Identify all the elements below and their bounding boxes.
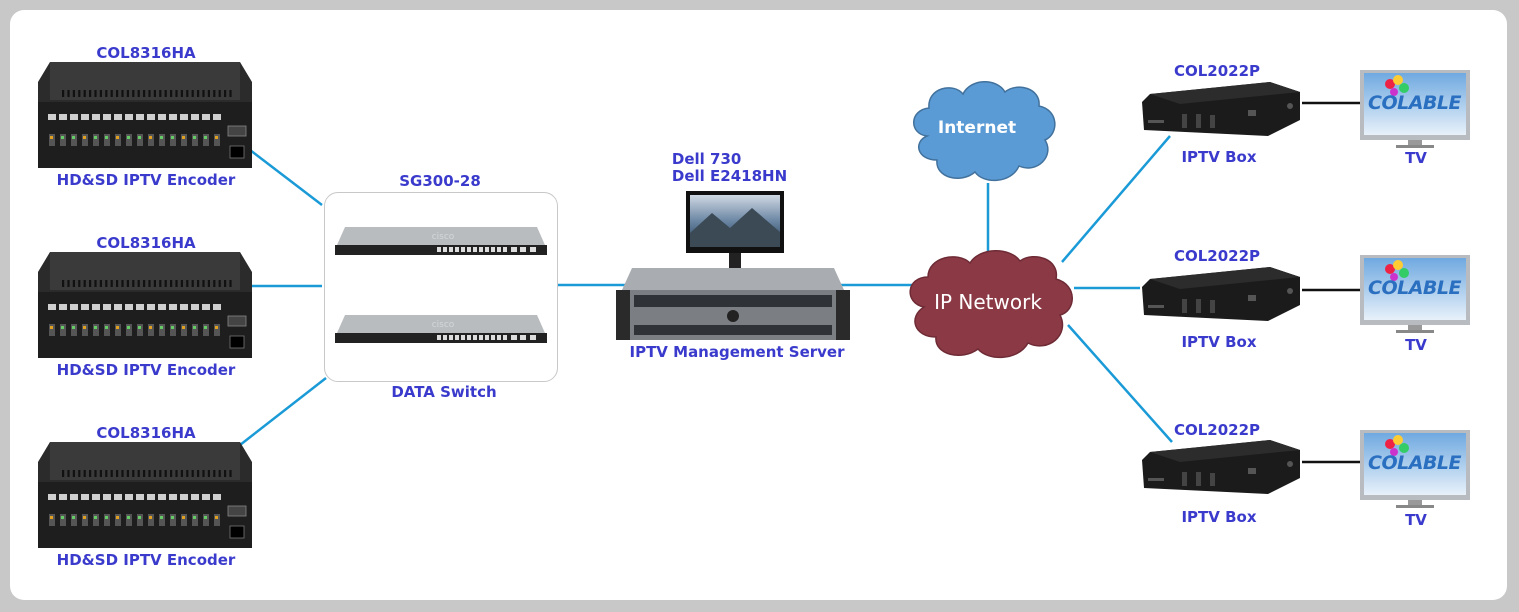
encoder-model-label: COL8316HA: [96, 44, 196, 62]
rack-server-icon: [616, 268, 850, 340]
iptv-set-top-box[interactable]: [1140, 265, 1305, 331]
tv-screen-text: COLABLE: [1368, 452, 1461, 474]
encoder-chassis-icon: [38, 442, 252, 548]
stb-caption: IPTV Box: [1181, 508, 1257, 526]
set-top-box-icon: [1142, 267, 1300, 321]
monitor-icon: [686, 191, 784, 274]
tv-icon: [1360, 70, 1470, 148]
iptv-encoder[interactable]: [36, 62, 252, 178]
cloud-icon: [913, 81, 1056, 181]
encoder-model-label: COL8316HA: [96, 424, 196, 442]
iptv-set-top-box[interactable]: [1140, 438, 1305, 504]
tv-caption: TV: [1405, 511, 1427, 529]
svg-text:cisco: cisco: [432, 232, 455, 242]
server-with-monitor-icon: [616, 191, 850, 340]
tv-caption: TV: [1405, 149, 1427, 167]
link-encoder1-switch: [249, 149, 323, 206]
server-model-line2: Dell E2418HN: [671, 167, 788, 185]
internet-cloud[interactable]: Internet: [905, 76, 1059, 190]
switch-caption: DATA Switch: [391, 383, 497, 401]
iptv-management-server[interactable]: [612, 188, 852, 347]
stb-model-label: COL2022P: [1173, 421, 1261, 439]
television[interactable]: COLABLE: [1360, 430, 1472, 514]
link-ipnetwork-box3: [1067, 324, 1173, 443]
server-model-line1: Dell 730: [671, 150, 742, 168]
encoder-caption: HD&SD IPTV Encoder: [56, 361, 236, 379]
iptv-set-top-box[interactable]: [1140, 80, 1305, 146]
encoder-caption: HD&SD IPTV Encoder: [56, 551, 236, 569]
network-switch-icon: cisco cisco: [335, 227, 547, 343]
set-top-box-icon: [1142, 440, 1300, 494]
encoder-chassis-icon: [38, 62, 252, 168]
stb-model-label: COL2022P: [1173, 247, 1261, 265]
iptv-encoder[interactable]: [36, 442, 252, 558]
svg-text:cisco: cisco: [432, 320, 455, 330]
television[interactable]: COLABLE: [1360, 255, 1472, 339]
tv-icon: [1360, 255, 1470, 333]
link-ipnetwork-box1: [1061, 135, 1171, 263]
tv-screen-text: COLABLE: [1368, 92, 1461, 114]
server-caption: IPTV Management Server: [629, 343, 845, 361]
stb-model-label: COL2022P: [1173, 62, 1261, 80]
iptv-encoder[interactable]: [36, 252, 252, 368]
tv-icon: [1360, 430, 1470, 508]
data-switch-group[interactable]: cisco cisco: [324, 192, 558, 382]
switch-model-label: SG300-28: [399, 172, 481, 190]
encoder-chassis-icon: [38, 252, 252, 358]
link-encoder3-switch: [239, 377, 327, 446]
set-top-box-icon: [1142, 82, 1300, 136]
cloud-icon: [909, 250, 1073, 359]
ip-network-cloud[interactable]: IP Network: [900, 245, 1080, 369]
server-model-label: Dell 730 Dell E2418HN: [672, 151, 787, 185]
tv-caption: TV: [1405, 336, 1427, 354]
internet-label: Internet: [937, 118, 1017, 138]
encoder-caption: HD&SD IPTV Encoder: [56, 171, 236, 189]
stb-caption: IPTV Box: [1181, 148, 1257, 166]
encoder-model-label: COL8316HA: [96, 234, 196, 252]
stb-caption: IPTV Box: [1181, 333, 1257, 351]
television[interactable]: COLABLE: [1360, 70, 1472, 154]
switch-unit-top: cisco: [335, 227, 547, 255]
ip-network-label: IP Network: [934, 290, 1042, 314]
switch-unit-bottom: cisco: [335, 315, 547, 343]
tv-screen-text: COLABLE: [1368, 277, 1461, 299]
